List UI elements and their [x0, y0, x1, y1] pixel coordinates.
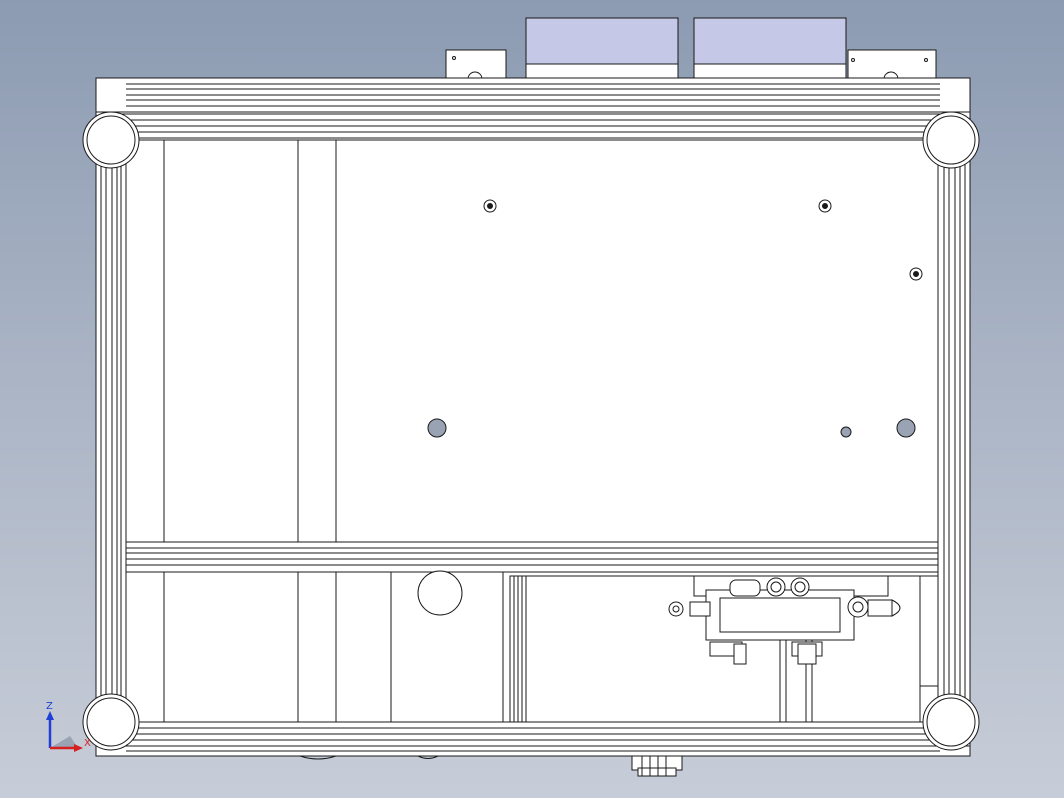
lower-vertical-rail	[509, 575, 527, 723]
right-extrusion-rail	[937, 139, 971, 721]
screw-hole	[483, 199, 497, 213]
left-extrusion-rail	[95, 139, 127, 721]
corner-connector-top-right	[922, 111, 980, 169]
x-axis-arrowhead	[74, 744, 83, 752]
lower-center-block	[390, 570, 504, 723]
lower-left-upright	[125, 571, 337, 723]
pneumatic-valve-assembly	[668, 575, 901, 665]
base-plate	[125, 139, 939, 543]
top-extrusion-rail	[95, 77, 971, 139]
front-foot	[299, 755, 337, 760]
corner-connector-top-left	[82, 111, 140, 169]
screw-hole	[909, 267, 923, 281]
triad-plane	[50, 736, 78, 748]
middle-extrusion-rail	[125, 541, 939, 573]
screw-hole	[818, 199, 832, 213]
front-foot	[417, 755, 439, 759]
z-axis-arrowhead	[46, 711, 54, 720]
through-hole	[840, 426, 852, 438]
corner-connector-bottom-left	[82, 693, 140, 751]
z-axis-label: Z	[46, 701, 53, 712]
orientation-triad: Z X	[46, 701, 91, 752]
through-hole	[896, 418, 916, 438]
bottom-extrusion-rail	[95, 721, 971, 757]
corner-connector-bottom-right	[922, 693, 980, 751]
front-cable-fitting	[631, 755, 683, 777]
through-hole	[427, 418, 447, 438]
x-axis-label: X	[84, 738, 91, 749]
